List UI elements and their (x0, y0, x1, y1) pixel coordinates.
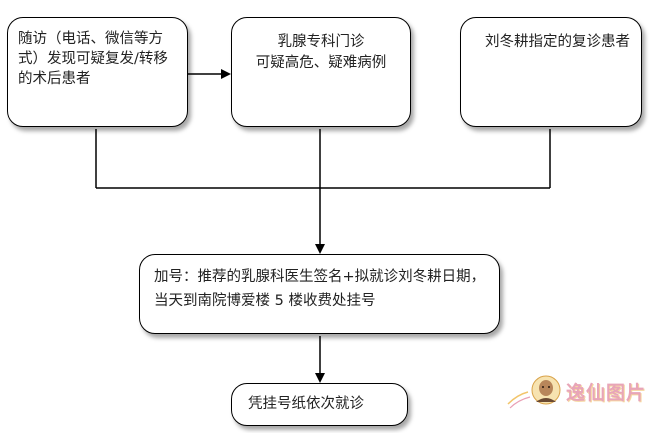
box-designated-revisit: 刘冬耕指定的复诊患者 (460, 17, 642, 127)
box-visit-in-order-text: 凭挂号纸依次就诊 (248, 396, 364, 412)
box-visit-in-order: 凭挂号纸依次就诊 (231, 383, 408, 426)
box-followup-patients: 随访（电话、微信等方式）发现可疑复发/转移的术后患者 (7, 17, 188, 127)
watermark-text: 逸仙图片 (566, 382, 647, 404)
box-designated-revisit-text: 刘冬耕指定的复诊患者 (485, 34, 630, 50)
box-add-number: 加号：推荐的乳腺科医生签名+拟就诊刘冬耕日期，当天到南院博爱楼 5 楼收费处挂号 (139, 254, 500, 334)
box-followup-patients-text: 随访（电话、微信等方式）发现可疑复发/转移的术后患者 (18, 31, 168, 87)
box-breast-clinic: 乳腺专科门诊 可疑高危、疑难病例 (231, 17, 411, 127)
box-breast-clinic-subtitle: 可疑高危、疑难病例 (255, 55, 387, 71)
portrait-seal-icon (507, 375, 561, 409)
box-breast-clinic-title: 乳腺专科门诊 (277, 34, 365, 50)
box-add-number-text: 加号：推荐的乳腺科医生签名+拟就诊刘冬耕日期，当天到南院博爱楼 5 楼收费处挂号 (154, 269, 486, 309)
